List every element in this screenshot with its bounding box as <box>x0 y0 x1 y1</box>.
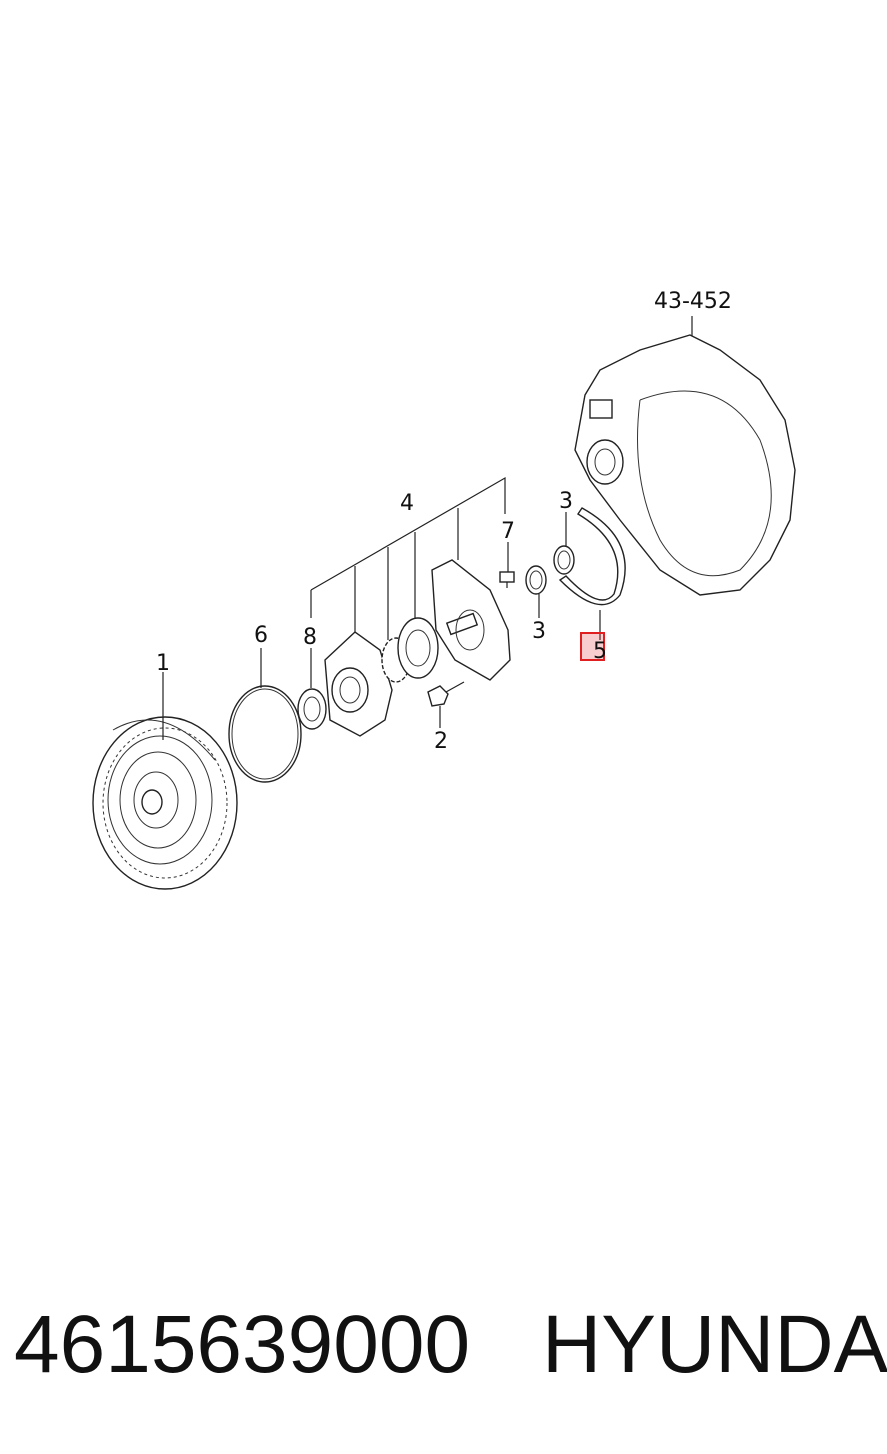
callout-5-highlight <box>580 632 605 661</box>
oil-pump-body[interactable] <box>324 631 393 737</box>
small-bolt[interactable] <box>499 571 515 588</box>
callout-4[interactable]: 4 <box>400 491 414 516</box>
callout-2[interactable]: 2 <box>434 729 448 754</box>
brand-name: HYUNDAI <box>542 1299 887 1390</box>
callout-3b[interactable]: 3 <box>532 619 546 644</box>
part-info-footer: 4615639000 HYUNDAI <box>14 1295 887 1395</box>
callout-8[interactable]: 8 <box>303 625 317 650</box>
reference-callout[interactable]: 43-452 <box>654 289 732 314</box>
thrust-washer-b[interactable] <box>553 545 575 575</box>
o-ring[interactable] <box>228 685 302 783</box>
part-number: 4615639000 <box>14 1299 471 1390</box>
pump-bolt[interactable] <box>427 681 465 707</box>
oil-seal[interactable] <box>297 688 327 730</box>
callout-7[interactable]: 7 <box>501 519 515 544</box>
pump-gasket[interactable] <box>558 507 626 606</box>
thrust-washer-a[interactable] <box>525 565 547 595</box>
callout-3a[interactable]: 3 <box>559 489 573 514</box>
pump-gear-set[interactable] <box>381 617 439 683</box>
callout-6[interactable]: 6 <box>254 623 268 648</box>
callout-5[interactable]: 5 <box>593 639 607 664</box>
callout-1[interactable]: 1 <box>156 651 170 676</box>
pump-cover-stator[interactable] <box>431 559 511 681</box>
transmission-case[interactable] <box>574 334 796 596</box>
torque-converter[interactable] <box>92 716 238 890</box>
group-leader-lines <box>310 476 509 688</box>
